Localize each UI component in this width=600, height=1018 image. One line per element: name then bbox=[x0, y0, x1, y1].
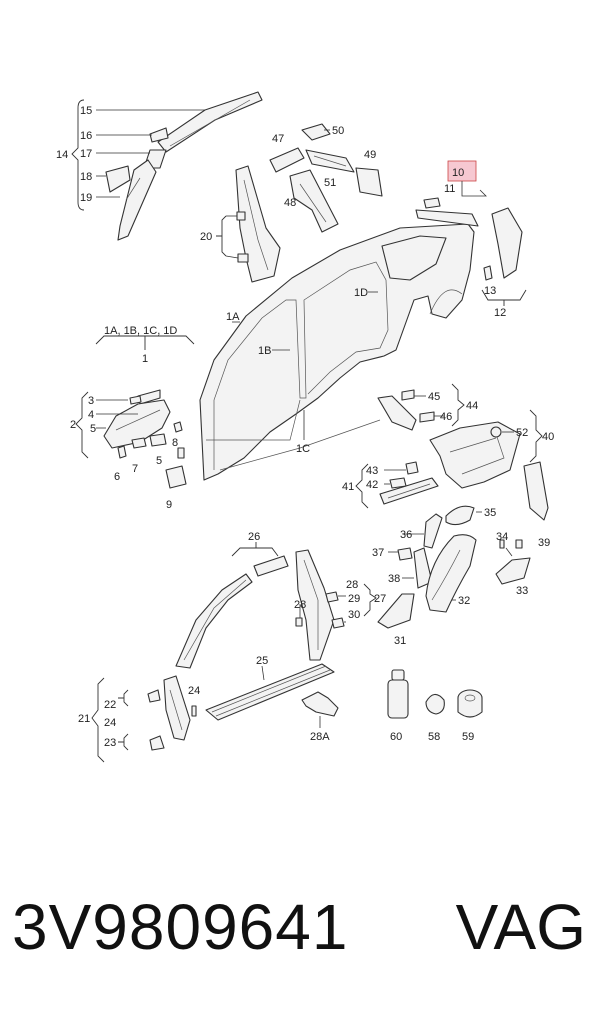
callout-43: 43 bbox=[366, 465, 378, 477]
callout-21: 21 bbox=[78, 713, 90, 725]
callout-14: 14 bbox=[56, 149, 68, 161]
group-1-brace bbox=[95, 335, 195, 350]
callout-42: 42 bbox=[366, 479, 378, 491]
callout-25: 25 bbox=[256, 655, 268, 667]
callout-4: 4 bbox=[88, 409, 94, 421]
part-b-pillar-reinforcement bbox=[216, 165, 281, 283]
part-sill-25 bbox=[205, 663, 335, 721]
callout-5b: 5 bbox=[156, 455, 162, 467]
callout-15: 15 bbox=[80, 105, 92, 117]
callout-34: 34 bbox=[496, 531, 508, 543]
callout-45: 45 bbox=[428, 391, 440, 403]
callout-8: 8 bbox=[172, 437, 178, 449]
callout-16: 16 bbox=[80, 130, 92, 142]
callout-38: 38 bbox=[388, 573, 400, 585]
callout-37: 37 bbox=[372, 547, 384, 559]
part-roof-rail-group bbox=[71, 91, 263, 241]
callout-27: 27 bbox=[374, 593, 386, 605]
part-rear-rail-41 bbox=[355, 461, 439, 509]
callout-58: 58 bbox=[428, 731, 440, 743]
callout-26: 26 bbox=[248, 531, 260, 543]
callout-39: 39 bbox=[538, 537, 550, 549]
callout-49: 49 bbox=[364, 149, 376, 161]
callout-12: 12 bbox=[494, 307, 506, 319]
callout-23: 23 bbox=[104, 737, 116, 749]
callout-51: 51 bbox=[324, 177, 336, 189]
callout-24a: 24 bbox=[188, 685, 200, 697]
callout-48: 48 bbox=[284, 197, 296, 209]
callout-52: 52 bbox=[516, 427, 528, 439]
callout-20: 20 bbox=[200, 231, 212, 243]
part-roof-bracket-group bbox=[269, 123, 383, 233]
callout-13: 13 bbox=[484, 285, 496, 297]
callout-44: 44 bbox=[466, 400, 478, 412]
callout-59: 59 bbox=[462, 731, 474, 743]
part-front-pillar-lower-21 bbox=[91, 675, 197, 763]
callout-2: 2 bbox=[70, 419, 76, 431]
callout-3: 3 bbox=[88, 395, 94, 407]
callout-19: 19 bbox=[80, 192, 92, 204]
part-number: 3V9809641 bbox=[12, 891, 349, 963]
exploded-parts-diagram: 15 16 14 17 18 19 47 50 49 51 48 20 10 1… bbox=[56, 91, 554, 763]
callout-40: 40 bbox=[542, 431, 554, 443]
part-rear-wheelhouse-frame-40 bbox=[429, 409, 549, 521]
callout-46: 46 bbox=[440, 411, 452, 423]
brand-label: VAG bbox=[455, 891, 586, 963]
part-front-pillar-lower bbox=[75, 389, 187, 489]
callout-1C: 1C bbox=[296, 443, 310, 455]
callout-30: 30 bbox=[348, 609, 360, 621]
callout-22: 22 bbox=[104, 699, 116, 711]
callout-29: 29 bbox=[348, 593, 360, 605]
part-sealant-cartridge-60 bbox=[387, 669, 409, 719]
group-label-1A-1D: 1A, 1B, 1C, 1D bbox=[104, 325, 177, 337]
callout-6: 6 bbox=[114, 471, 120, 483]
part-rear-quarter-pieces bbox=[377, 505, 531, 629]
callout-18: 18 bbox=[80, 171, 92, 183]
callout-10: 10 bbox=[452, 167, 464, 179]
callout-60: 60 bbox=[390, 731, 402, 743]
callout-1: 1 bbox=[142, 353, 148, 365]
callout-28b: 28 bbox=[294, 599, 306, 611]
callout-1A: 1A bbox=[226, 311, 240, 323]
part-wheelhouse-bracket-44 bbox=[377, 383, 465, 431]
callout-17: 17 bbox=[80, 148, 92, 160]
callout-36: 36 bbox=[400, 529, 412, 541]
part-plug-58 bbox=[425, 693, 445, 715]
part-28A bbox=[301, 691, 339, 728]
callout-47: 47 bbox=[272, 133, 284, 145]
callout-32: 32 bbox=[458, 595, 470, 607]
callout-7: 7 bbox=[132, 463, 138, 475]
callout-24b: 24 bbox=[104, 717, 116, 729]
part-tape-roll-59 bbox=[457, 689, 483, 718]
part-10-highlighted bbox=[415, 160, 527, 306]
callout-50: 50 bbox=[332, 125, 344, 137]
callout-35: 35 bbox=[484, 507, 496, 519]
callout-41: 41 bbox=[342, 481, 354, 493]
callout-33: 33 bbox=[516, 585, 528, 597]
callout-31: 31 bbox=[394, 635, 406, 647]
part-side-panel-main bbox=[199, 223, 475, 481]
callout-1D: 1D bbox=[354, 287, 368, 299]
callout-1B: 1B bbox=[258, 345, 271, 357]
callout-28a: 28 bbox=[346, 579, 358, 591]
callout-5a: 5 bbox=[90, 423, 96, 435]
callout-11: 11 bbox=[444, 183, 455, 195]
part-inner-pillar-group-26 bbox=[175, 542, 377, 669]
callout-28A: 28A bbox=[310, 731, 330, 743]
callout-9: 9 bbox=[166, 499, 172, 511]
